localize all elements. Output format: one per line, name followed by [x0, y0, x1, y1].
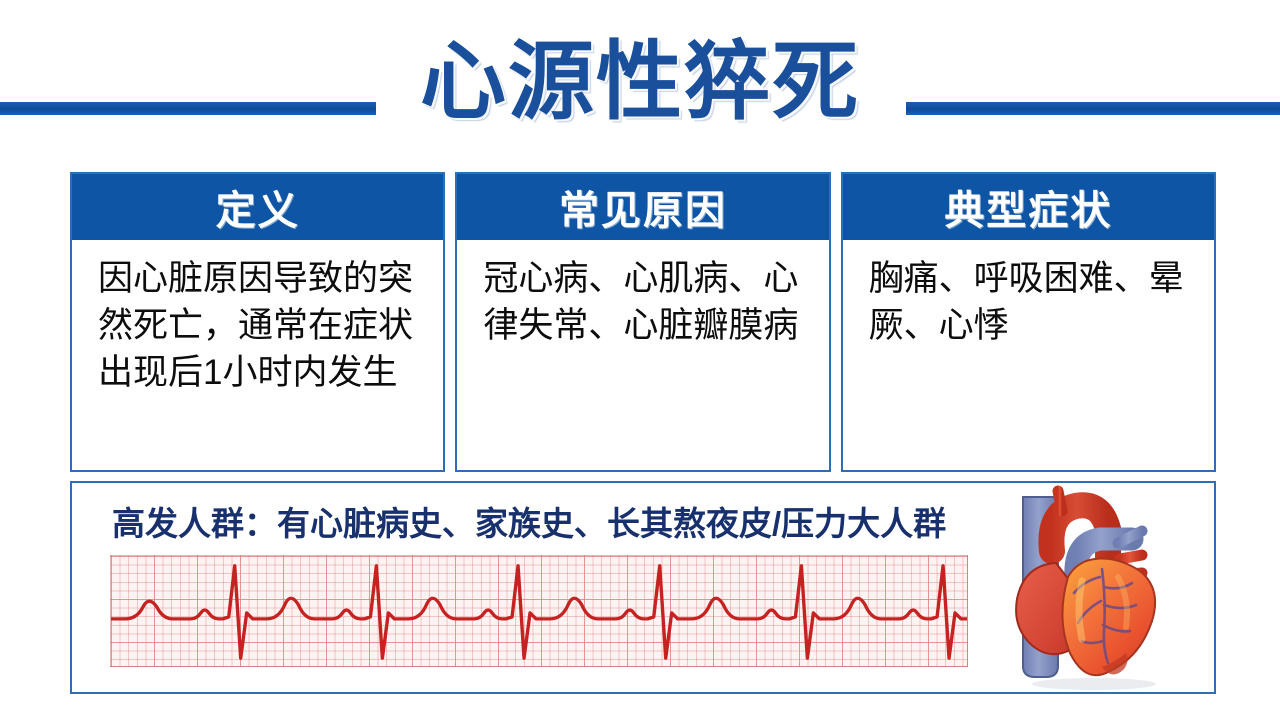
card-common-causes-header: 常见原因	[457, 174, 829, 240]
card-typical-symptoms-header: 典型症状	[842, 174, 1214, 240]
ecg-waveform-icon	[110, 555, 968, 667]
title-rule-right	[906, 102, 1280, 115]
high-risk-text: 高发人群：有心脏病史、家族史、长其熬夜皮/压力大人群	[112, 505, 947, 542]
title-rule-left	[0, 102, 376, 115]
page-title: 心源性猝死	[420, 34, 860, 130]
card-common-causes: 常见原因 冠心病、心肌病、心律失常、心脏瓣膜病	[455, 172, 831, 472]
info-card-row: 定义 因心脏原因导致的突然死亡，通常在症状出现后1小时内发生 常见原因 冠心病、…	[70, 172, 1216, 472]
card-definition-header: 定义	[72, 174, 444, 240]
anatomical-heart-icon	[990, 483, 1204, 692]
card-definition: 定义 因心脏原因导致的突然死亡，通常在症状出现后1小时内发生	[70, 172, 446, 472]
card-typical-symptoms: 典型症状 胸痛、呼吸困难、晕厥、心悸	[840, 172, 1216, 472]
card-common-causes-body: 冠心病、心肌病、心律失常、心脏瓣膜病	[483, 259, 799, 345]
card-definition-body: 因心脏原因导致的突然死亡，通常在症状出现后1小时内发生	[98, 259, 414, 392]
title-band: 心源性猝死	[0, 26, 1280, 138]
card-typical-symptoms-body: 胸痛、呼吸困难、晕厥、心悸	[868, 259, 1184, 345]
high-risk-panel: 高发人群：有心脏病史、家族史、长其熬夜皮/压力大人群	[70, 481, 1216, 694]
